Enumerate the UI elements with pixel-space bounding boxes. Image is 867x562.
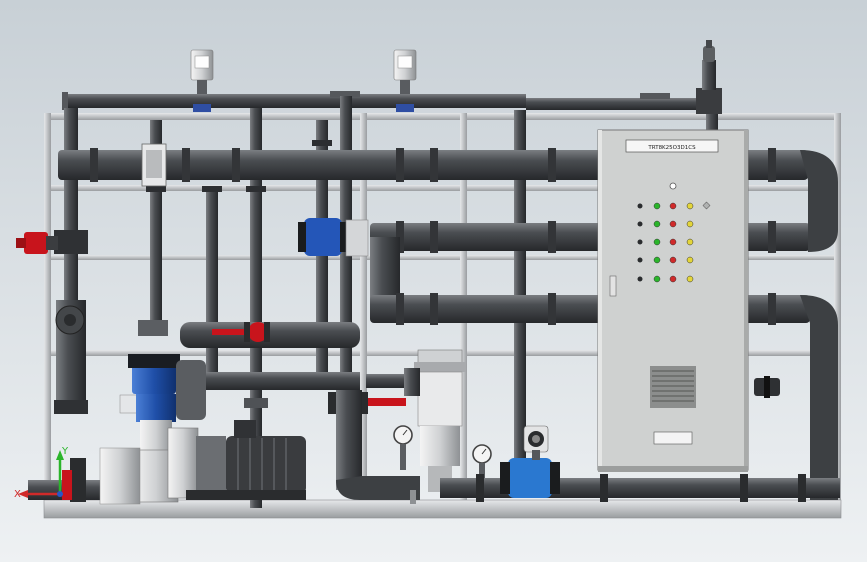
solenoid-valve-icon[interactable] [141, 143, 167, 187]
horizontal-pump-motor[interactable] [167, 420, 306, 500]
left-riser-pipe [54, 230, 88, 414]
axis-y-label: Y [61, 446, 69, 457]
blue-valve[interactable] [298, 218, 369, 257]
red-ball-valve[interactable] [212, 322, 270, 342]
left-check-valve[interactable] [16, 232, 58, 254]
pressure-gauge-icon [393, 425, 413, 470]
axis-x-label: X [14, 489, 21, 500]
indicator-lamp-grid [637, 182, 711, 283]
actuated-valve-right[interactable] [393, 49, 417, 112]
axis-triad-icon: Y X [14, 446, 69, 500]
flow-meter-icon[interactable] [500, 425, 560, 498]
ventilation-grille [650, 366, 696, 408]
cabinet-nameplate [625, 139, 719, 153]
air-release-valve[interactable] [703, 40, 715, 62]
control-cabinet: TRT8K25O3D1CS [597, 129, 749, 472]
door-handle[interactable] [609, 275, 617, 297]
nameplate-text: TRT8K25O3D1CS [647, 145, 696, 151]
cabinet-label-plate [653, 431, 693, 445]
actuated-valve-left[interactable] [190, 49, 214, 112]
right-side-valve[interactable] [754, 376, 780, 398]
